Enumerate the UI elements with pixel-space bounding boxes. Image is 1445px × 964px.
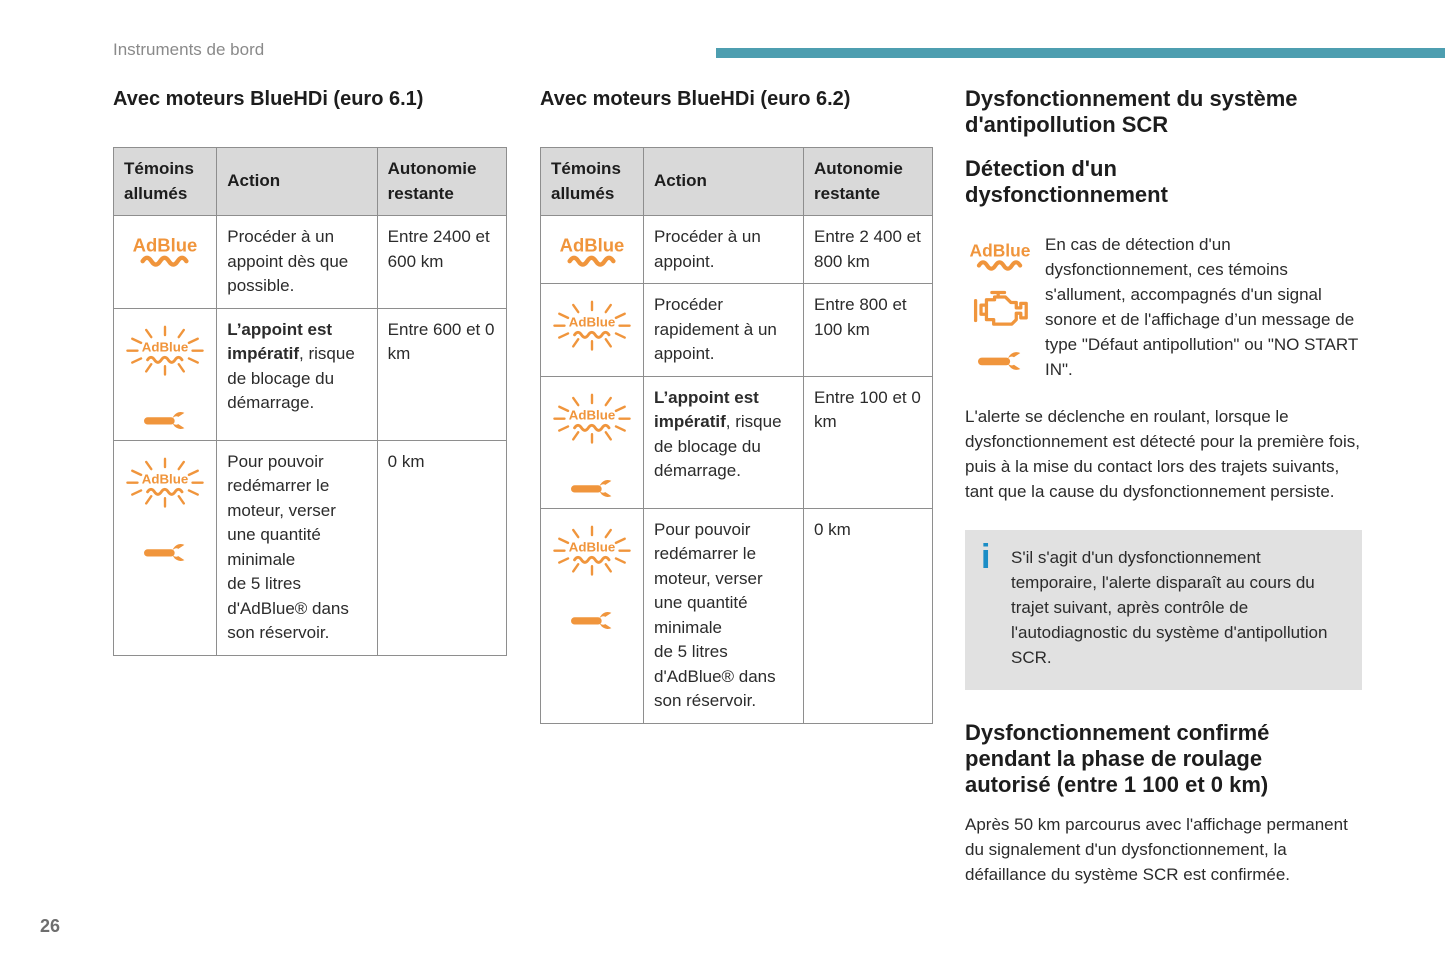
check-engine-icon [970, 288, 1030, 335]
wrench-icon [142, 542, 188, 563]
action-cell: Procéder à un appoint. [643, 215, 804, 284]
action-cell: Pour pouvoir redémarrer le moteur, verse… [216, 439, 378, 656]
detection-block: En cas de détection d'un dysfonctionneme… [965, 232, 1362, 382]
action-bold: L’appoint est impératif [227, 319, 333, 364]
autonomy-cell: Entre 600 et 0 km [376, 307, 508, 441]
action-text: , risque de blocage du démarrage. [227, 344, 355, 412]
action-text: Procéder rapidement à un appoint. [654, 295, 777, 363]
detection-icons [965, 232, 1035, 382]
table-header-row: Témoins allumés Action Autonomie restant… [112, 147, 508, 216]
col-header-temoins: Témoins allumés [540, 147, 644, 216]
adblue-table-euro61: Témoins allumés Action Autonomie restant… [112, 147, 508, 656]
lamp-cell [540, 507, 644, 724]
autonomy-cell: Entre 100 et 0 km [803, 375, 933, 509]
table-row: Procéder à un appoint. Entre 2 400 et 80… [540, 215, 933, 284]
lamp-cell [540, 215, 644, 284]
table-row: Pour pouvoir redémarrer le moteur, verse… [540, 507, 933, 724]
table-row: Pour pouvoir redémarrer le moteur, verse… [112, 439, 508, 656]
confirmed-paragraph: Après 50 km parcourus avec l'affichage p… [965, 815, 1348, 884]
autonomy-cell: Entre 2 400 et 800 km [803, 215, 933, 284]
wrench-icon [569, 478, 615, 499]
action-cell: L’appoint est impératif, risque de bloca… [643, 375, 804, 509]
table-row: Procéder rapidement à un appoint. Entre … [540, 283, 933, 377]
action-text: Pour pouvoir redémarrer le moteur, verse… [654, 519, 776, 711]
action-text: Procéder à un appoint. [654, 227, 761, 271]
col-header-temoins: Témoins allumés [112, 147, 218, 216]
lamp-cell [112, 215, 218, 309]
table-header-row: Témoins allumés Action Autonomie restant… [540, 147, 933, 216]
action-text: , risque de blocage du démarrage. [654, 412, 782, 480]
adblue-blinking-icon [121, 323, 209, 382]
adblue-blinking-icon [548, 298, 636, 357]
accent-bar [716, 48, 1445, 58]
action-cell: Procéder rapidement à un appoint. [643, 283, 804, 377]
table-row: Procéder à un appoint dès que possible. … [112, 215, 508, 309]
detection-title: Détection d'un dysfonctionnement [965, 156, 1168, 207]
info-icon: i [981, 538, 991, 576]
adblue-icon [557, 230, 627, 269]
column-euro62: Avec moteurs BlueHDi (euro 6.2) Témoins … [540, 86, 933, 724]
table-euro61-title: Avec moteurs BlueHDi (euro 6.1) [113, 88, 424, 110]
col-header-autonomie: Autonomie restante [376, 147, 508, 216]
scr-section-title: Dysfonctionnement du système d'antipollu… [965, 86, 1298, 137]
adblue-blinking-icon [121, 455, 209, 514]
autonomy-cell: 0 km [376, 439, 508, 656]
info-note-box: i S'il s'agit d'un dysfonctionnement tem… [965, 530, 1362, 690]
info-note-text: S'il s'agit d'un dysfonctionnement tempo… [1011, 548, 1328, 667]
table-row: L’appoint est impératif, risque de bloca… [540, 375, 933, 509]
action-cell: Pour pouvoir redémarrer le moteur, verse… [643, 507, 804, 724]
action-bold: L’appoint est impératif [654, 387, 759, 432]
adblue-table-euro62: Témoins allumés Action Autonomie restant… [540, 147, 933, 724]
action-text: Procéder à un appoint dès que possible. [227, 227, 349, 295]
lamp-cell [540, 375, 644, 509]
autonomy-cell: Entre 800 et 100 km [803, 283, 933, 377]
column-euro61: Avec moteurs BlueHDi (euro 6.1) Témoins … [112, 86, 508, 656]
col-header-action: Action [643, 147, 804, 216]
alert-paragraph: L'alerte se déclenche en roulant, lorsqu… [965, 407, 1360, 501]
col-header-autonomie: Autonomie restante [803, 147, 933, 216]
col-header-action: Action [216, 147, 378, 216]
confirmed-title: Dysfonctionnement confirmé pendant la ph… [965, 720, 1270, 797]
autonomy-cell: Entre 2400 et 600 km [376, 215, 508, 309]
action-text: Pour pouvoir redémarrer le moteur, verse… [227, 451, 349, 643]
table-euro62-title: Avec moteurs BlueHDi (euro 6.2) [540, 88, 851, 110]
action-cell: L’appoint est impératif, risque de bloca… [216, 307, 378, 441]
breadcrumb: Instruments de bord [113, 40, 265, 59]
lamp-cell [112, 307, 218, 441]
page-number: 26 [40, 916, 61, 936]
action-cell: Procéder à un appoint dès que possible. [216, 215, 378, 309]
detection-paragraph: En cas de détection d'un dysfonctionneme… [1045, 235, 1358, 379]
lamp-cell [540, 283, 644, 377]
adblue-blinking-icon [548, 391, 636, 450]
wrench-icon [569, 610, 615, 631]
adblue-blinking-icon [548, 523, 636, 582]
autonomy-cell: 0 km [803, 507, 933, 724]
table-row: L’appoint est impératif, risque de bloca… [112, 307, 508, 441]
lamp-cell [112, 439, 218, 656]
adblue-icon [967, 236, 1033, 273]
adblue-icon [130, 230, 200, 269]
wrench-icon [976, 350, 1024, 372]
wrench-icon [142, 410, 188, 431]
column-scr: Dysfonctionnement du système d'antipollu… [965, 86, 1362, 913]
